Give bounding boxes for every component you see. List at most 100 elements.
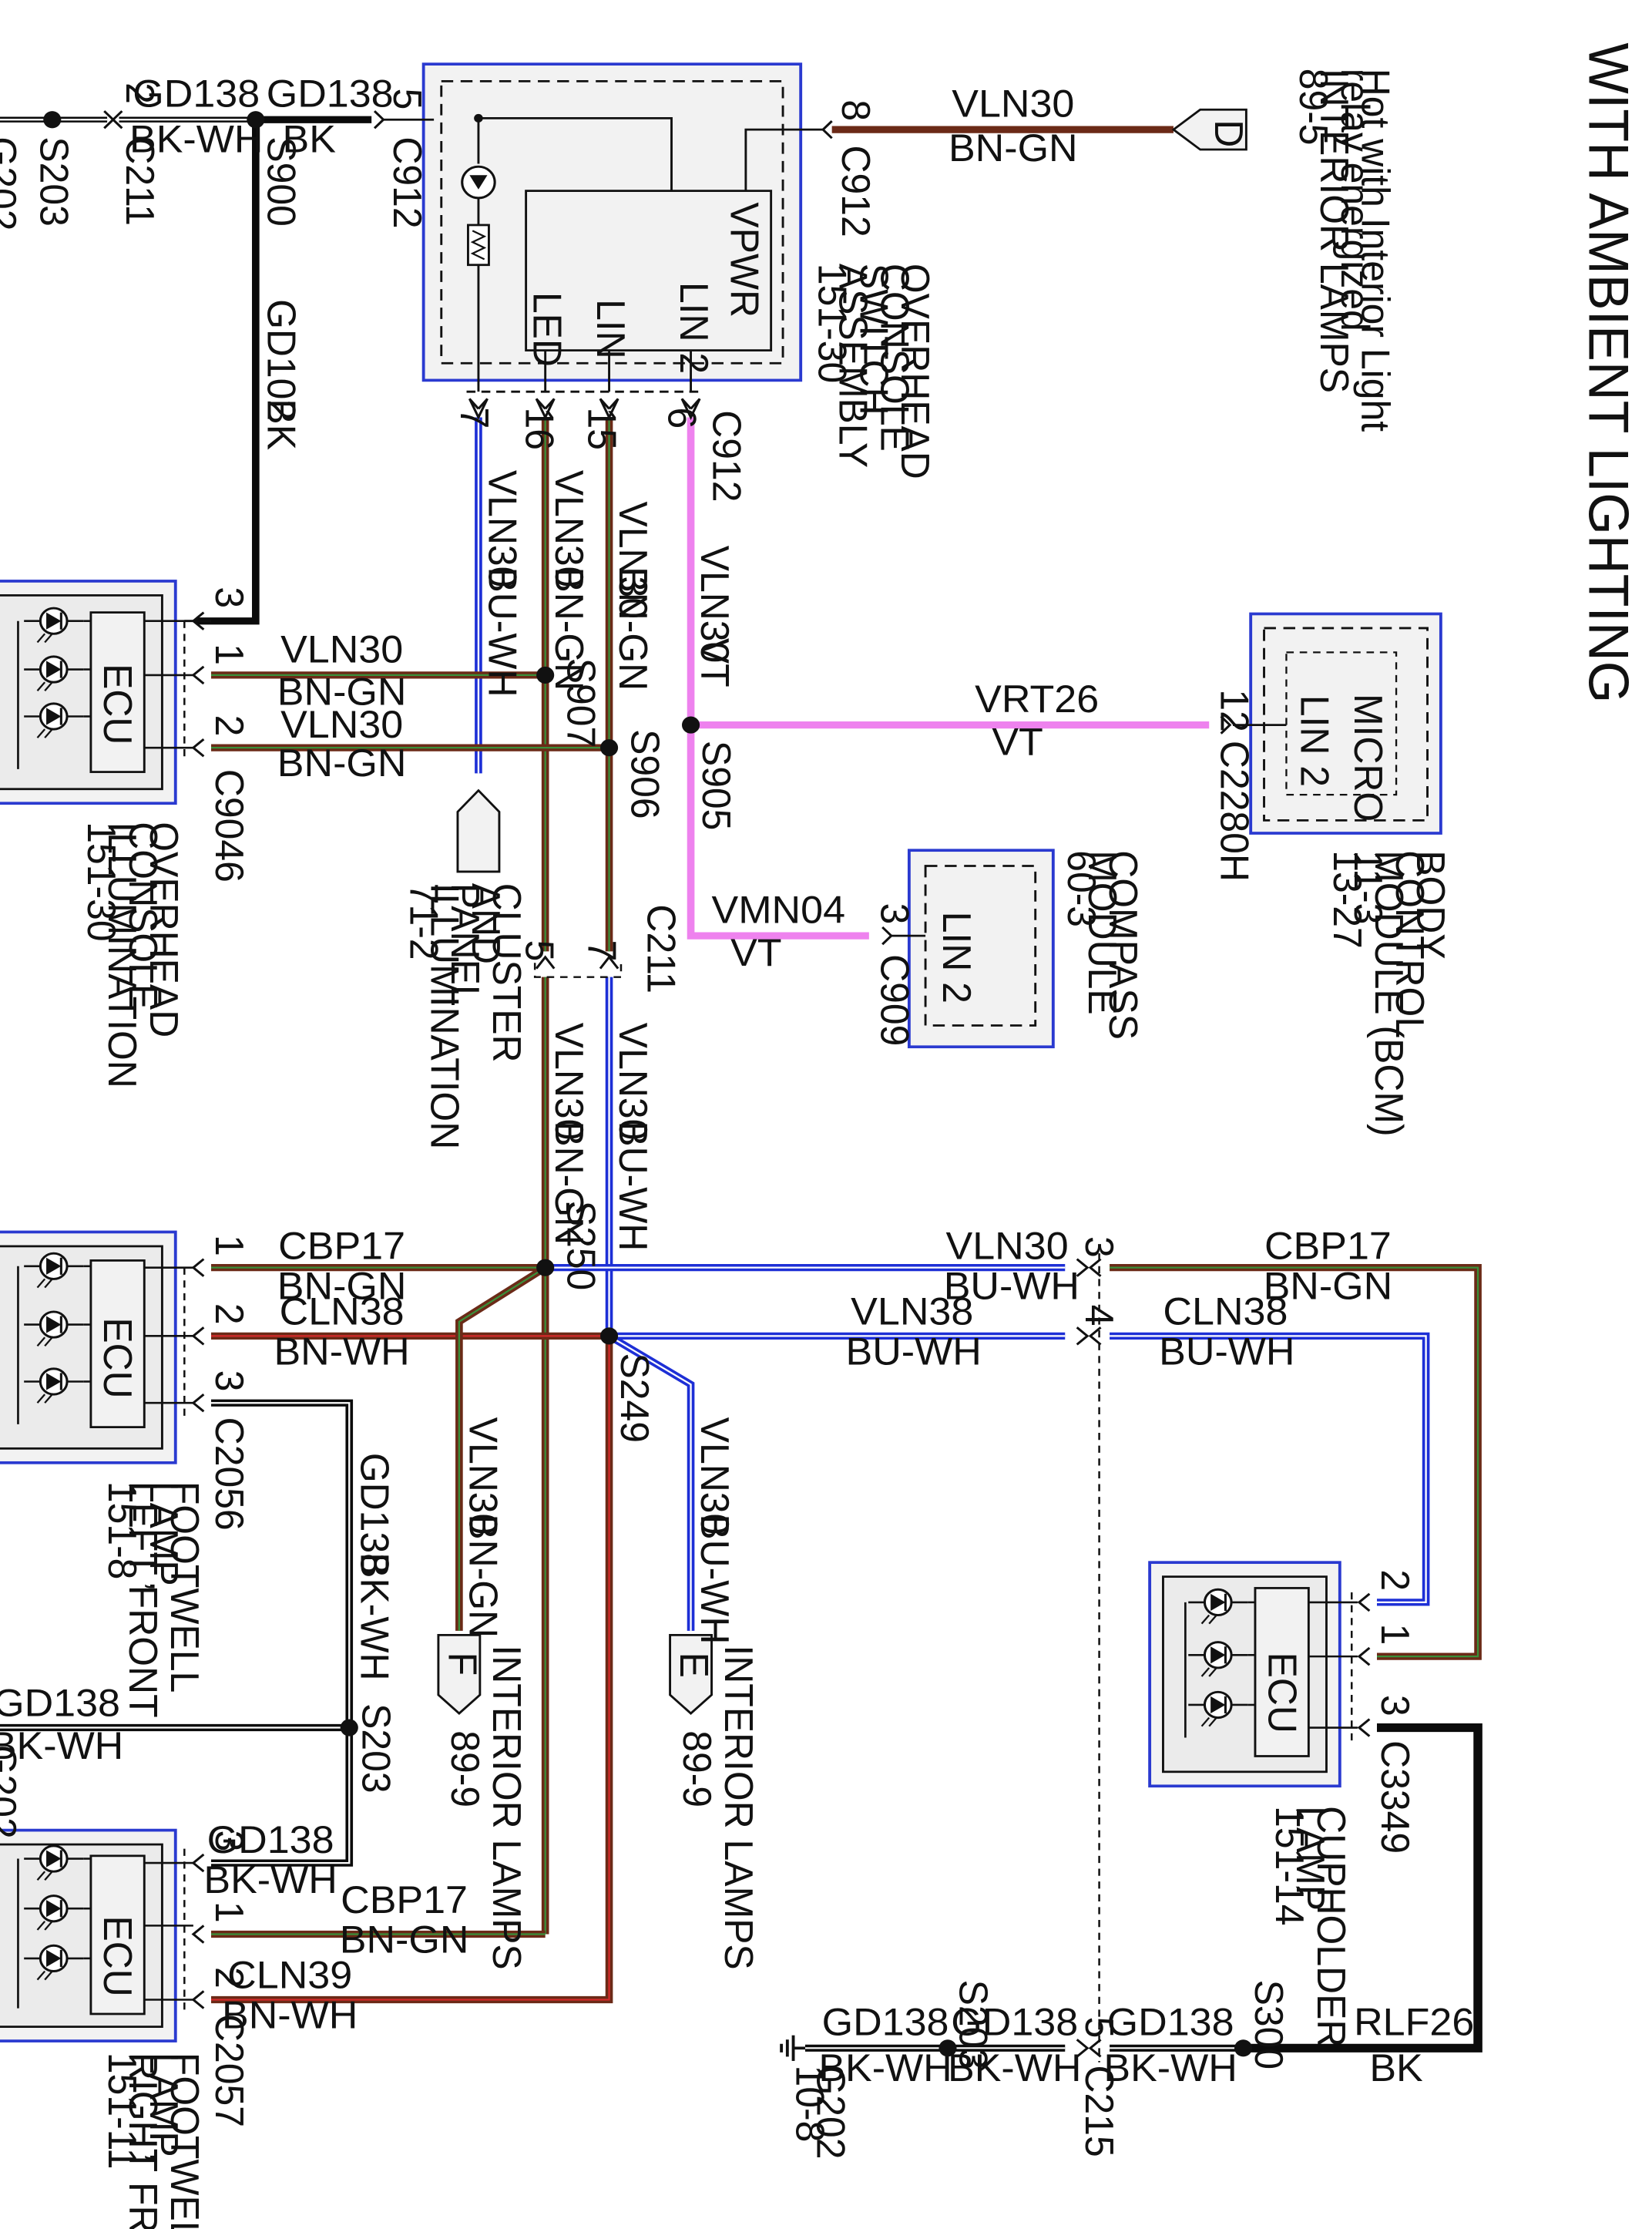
ecu-label: ECU — [96, 664, 140, 745]
svg-text:3: 3 — [207, 587, 252, 608]
svg-text:C3349: C3349 — [1373, 1740, 1418, 1854]
svg-text:CLN39: CLN39 — [227, 1954, 352, 1997]
svg-text:VLN30: VLN30 — [547, 1023, 592, 1141]
svg-text:BU-WH: BU-WH — [944, 1264, 1080, 1307]
svg-text:151-11: 151-11 — [100, 2052, 145, 2170]
svg-text:VT: VT — [992, 720, 1043, 763]
svg-text:C909: C909 — [872, 954, 917, 1046]
svg-text:PANEL: PANEL — [443, 883, 488, 1007]
svg-text:CBP17: CBP17 — [1264, 1225, 1392, 1268]
overhead-illum-label: OVERHEAD CONSOLE ILLUMINATION 151-30 — [79, 822, 186, 1088]
svg-text:CLUSTER: CLUSTER — [485, 883, 529, 1063]
svg-text:1: 1 — [1373, 1624, 1418, 1646]
svg-text:151-30: 151-30 — [79, 822, 124, 941]
footwell-rf-module: ECU — [0, 1828, 193, 2042]
svg-text:GD102: GD102 — [259, 299, 304, 421]
svg-text:S907: S907 — [559, 658, 603, 748]
svg-text:C2057: C2057 — [207, 2014, 252, 2127]
svg-text:BN-GN: BN-GN — [547, 1121, 592, 1245]
svg-text:2: 2 — [207, 1303, 252, 1325]
svg-text:10-8: 10-8 — [787, 2065, 832, 2142]
svg-text:BN-GN: BN-GN — [949, 126, 1078, 170]
svg-text:89-5: 89-5 — [1291, 69, 1336, 146]
ecu-label: ECU — [96, 1915, 140, 1996]
svg-text:2: 2 — [118, 82, 163, 104]
svg-text:Hot with Interior Light: Hot with Interior Light — [1354, 69, 1398, 432]
svg-text:CBP17: CBP17 — [341, 1878, 468, 1921]
flag-f-letter: F — [440, 1652, 485, 1676]
svg-text:5: 5 — [1077, 2017, 1122, 2039]
svg-text:VLN30: VLN30 — [611, 501, 656, 619]
svg-text:VLN30: VLN30 — [480, 470, 525, 588]
diagram-title: WITH AMBIENT LIGHTING — [1576, 42, 1640, 703]
svg-text:BN-WH: BN-WH — [274, 1330, 409, 1373]
svg-text:6: 6 — [660, 408, 704, 429]
svg-text:BU-WH: BU-WH — [480, 566, 525, 697]
lin-pin-label: LIN — [589, 299, 633, 359]
svg-text:S203: S203 — [32, 136, 76, 227]
svg-text:BU-WH: BU-WH — [846, 1330, 982, 1373]
svg-text:1: 1 — [207, 644, 252, 665]
svg-text:MODULE: MODULE — [1080, 850, 1125, 1014]
svg-text:VLN30: VLN30 — [946, 1225, 1069, 1268]
svg-text:GD138: GD138 — [133, 72, 260, 116]
svg-text:GD138: GD138 — [951, 2001, 1078, 2044]
svg-text:BK: BK — [283, 118, 336, 161]
svg-text:GD138: GD138 — [207, 1818, 334, 1861]
overhead-switch-module: VPWR LED LIN LIN 2 — [421, 62, 825, 392]
svg-text:BN-GN: BN-GN — [277, 1264, 407, 1307]
splice-dot — [599, 739, 619, 757]
svg-text:VLN30: VLN30 — [461, 1417, 505, 1535]
overhead-switch-label: OVERHEAD CONSOLE SWITCH ASSEMBLY 151-30 — [810, 264, 938, 479]
svg-text:GD138: GD138 — [352, 1453, 397, 1575]
footwell-lf-module: ECU — [0, 1230, 193, 1464]
svg-text:SWITCH: SWITCH — [851, 264, 896, 415]
svg-text:8: 8 — [834, 99, 878, 121]
connector-marks — [103, 110, 1371, 2058]
svg-text:OVERHEAD: OVERHEAD — [893, 264, 938, 479]
svg-text:CLN38: CLN38 — [1163, 1290, 1288, 1333]
svg-text:FOOTWELL: FOOTWELL — [163, 1481, 207, 1693]
svg-text:BN-GN: BN-GN — [611, 566, 656, 691]
svg-text:CONTROL: CONTROL — [1388, 850, 1432, 1038]
svg-text:RIGHT FRONT: RIGHT FRONT — [121, 2052, 166, 2229]
svg-text:INTERIOR LAMPS: INTERIOR LAMPS — [717, 1645, 761, 1969]
reference-flags — [437, 108, 1247, 1715]
footwell-rf-label: FOOTWELL LAMP, RIGHT FRONT 151-11 — [100, 2052, 207, 2229]
svg-text:151-14: 151-14 — [1268, 1806, 1312, 1925]
svg-text:11-3: 11-3 — [1346, 850, 1391, 924]
svg-text:7: 7 — [452, 408, 497, 429]
svg-text:10-8: 10-8 — [0, 1745, 4, 1822]
svg-text:VLN30: VLN30 — [280, 627, 403, 671]
svg-text:GD138: GD138 — [822, 2001, 949, 2044]
svg-text:GD138: GD138 — [267, 72, 394, 116]
svg-text:GD138: GD138 — [1107, 2001, 1234, 2044]
splice-dot — [599, 1327, 619, 1345]
svg-text:C215: C215 — [1077, 2065, 1122, 2157]
svg-text:LEFT FRONT: LEFT FRONT — [121, 1481, 166, 1718]
splice-dot — [536, 666, 555, 684]
svg-text:VMN04: VMN04 — [712, 888, 846, 931]
svg-text:S203: S203 — [354, 1703, 398, 1794]
svg-text:3: 3 — [872, 903, 917, 925]
svg-text:AND: AND — [464, 883, 509, 964]
led-pin-label: LED — [525, 292, 569, 367]
svg-text:G202: G202 — [0, 1745, 25, 1839]
svg-text:CUPHOLDER: CUPHOLDER — [1309, 1806, 1354, 2047]
footwell-lf-label: FOOTWELL LAMP, LEFT FRONT 151-8 — [100, 1481, 207, 1718]
splice-dot — [681, 716, 700, 734]
svg-text:OVERHEAD: OVERHEAD — [142, 822, 186, 1037]
svg-text:CLN38: CLN38 — [280, 1290, 405, 1333]
svg-text:ILLUMINATION: ILLUMINATION — [100, 822, 145, 1088]
svg-text:MODULE (BCM): MODULE (BCM) — [1367, 850, 1412, 1136]
svg-text:C2056: C2056 — [207, 1417, 252, 1531]
svg-text:COMPASS: COMPASS — [1101, 850, 1146, 1040]
svg-text:S249: S249 — [613, 1353, 657, 1444]
svg-text:1: 1 — [207, 1235, 252, 1256]
svg-text:S300: S300 — [1247, 1980, 1291, 2070]
svg-text:CONSOLE: CONSOLE — [872, 264, 917, 452]
svg-text:INTERIOR LAMPS: INTERIOR LAMPS — [485, 1645, 529, 1969]
svg-text:VLN30: VLN30 — [611, 1023, 656, 1141]
